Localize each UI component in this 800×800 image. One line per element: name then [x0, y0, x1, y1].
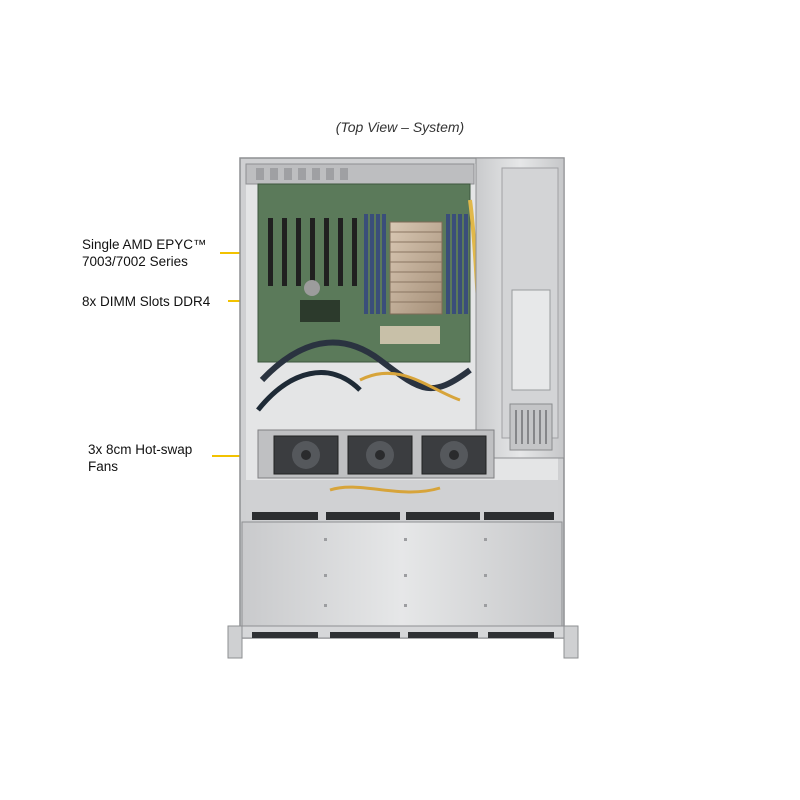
dimm-slots-right	[446, 214, 468, 314]
left-rack-ear	[227, 625, 243, 659]
callout-fans-label: 3x 8cm Hot-swap Fans	[88, 441, 192, 475]
hot-swap-fans	[273, 435, 487, 475]
callout-dimm-line1: 8x DIMM Slots DDR4	[82, 294, 211, 309]
callout-cpu-label: Single AMD EPYC™ 7003/7002 Series	[82, 236, 207, 270]
front-drive-handles	[252, 632, 554, 638]
callout-cpu-line1: Single AMD EPYC™	[82, 237, 207, 252]
dimm-slots-left	[364, 214, 386, 314]
view-caption: (Top View – System)	[335, 119, 465, 135]
drive-bay-rails	[252, 512, 554, 520]
cpu-heatsink	[389, 221, 443, 315]
pcie-slots	[268, 218, 357, 286]
right-rack-ear	[563, 625, 579, 659]
callout-cpu-line2: 7003/7002 Series	[82, 254, 188, 269]
callout-dimm-label: 8x DIMM Slots DDR4	[82, 293, 210, 310]
callout-fans-line1: 3x 8cm Hot-swap	[88, 442, 193, 457]
rear-io-slots	[256, 168, 348, 180]
callout-fans-line2: Fans	[88, 459, 119, 474]
front-drive-cover	[241, 521, 563, 635]
